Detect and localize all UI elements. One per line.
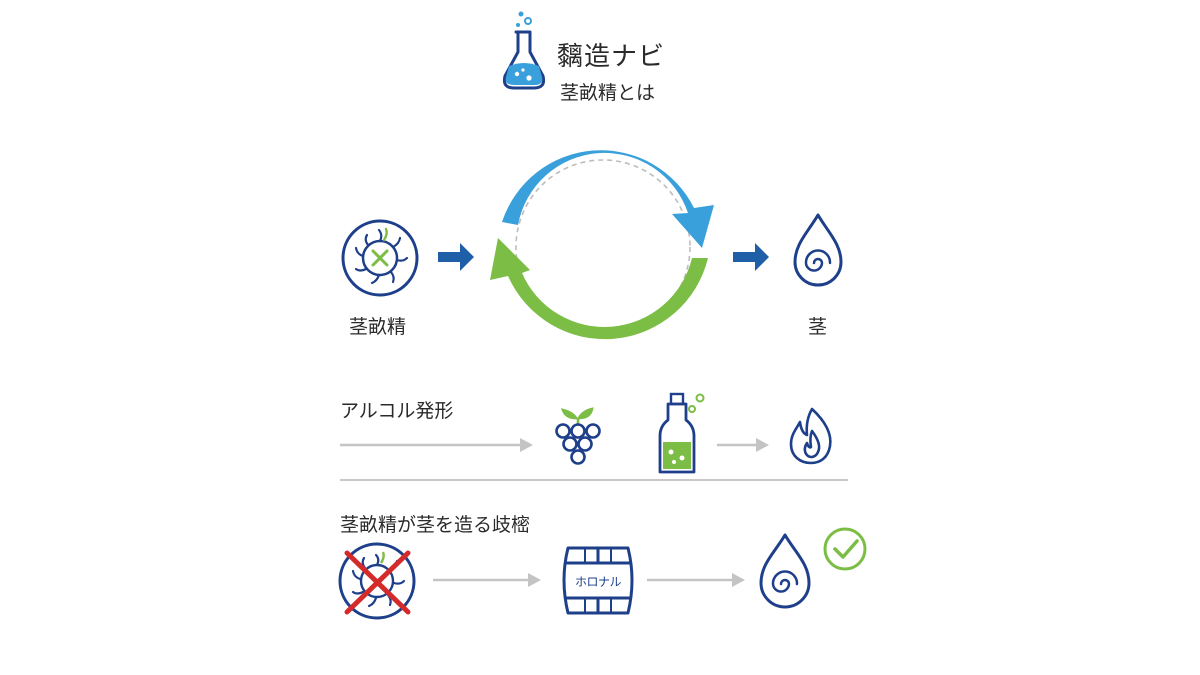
section1-title: アルコル発形 <box>340 400 454 422</box>
grapes-icon <box>555 407 601 465</box>
result-label: 茎 <box>808 316 828 338</box>
arrow-right-icon <box>433 573 541 587</box>
source-label: 茎畝精 <box>349 316 407 338</box>
arrow-right-icon <box>717 438 769 452</box>
microbe-icon <box>341 219 419 297</box>
arrow-right-icon <box>733 243 769 271</box>
page-subtitle: 茎畝精とは <box>560 82 656 104</box>
cycle-green-arrow <box>490 238 708 340</box>
barrel-label: ホロナル <box>574 575 622 589</box>
crossed-microbe-icon <box>338 542 416 620</box>
arrow-right-icon <box>647 573 745 587</box>
section2-title: 茎畝精が茎を造る歧樒 <box>340 514 531 536</box>
arrow-right-icon <box>438 243 474 271</box>
drop-icon <box>793 213 843 287</box>
barrel-icon <box>562 546 634 615</box>
page-title: 黐造ナビ <box>557 42 666 72</box>
arrow-right-icon <box>340 438 533 452</box>
check-icon <box>823 527 867 571</box>
flame-icon <box>789 407 832 465</box>
drop-icon <box>759 533 811 609</box>
bottle-icon <box>658 392 705 474</box>
